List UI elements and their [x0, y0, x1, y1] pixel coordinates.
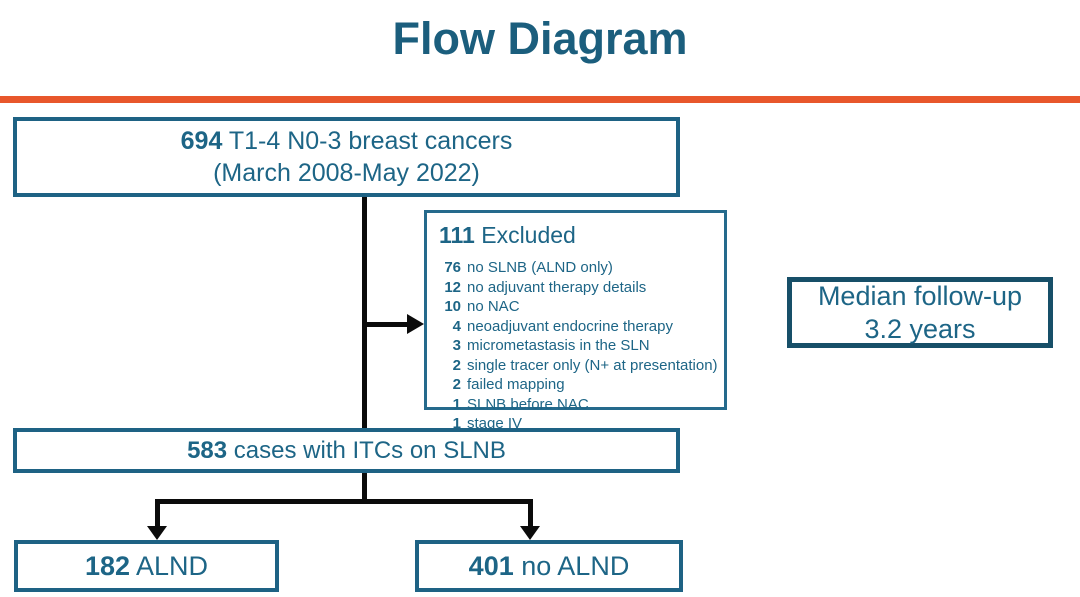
- median-followup-box: Median follow-up 3.2 years: [787, 277, 1053, 348]
- excluded-item: 4 neoadjuvant endocrine therapy: [439, 317, 673, 337]
- excluded-item-count: 76: [444, 259, 461, 276]
- excluded-item-label: no NAC: [467, 298, 520, 315]
- node-alnd: 182 ALND: [14, 540, 279, 592]
- excluded-count: 111: [439, 222, 475, 248]
- node-excluded: 111 Excluded 76 no SLNB (ALND only) 12 n…: [424, 210, 727, 432]
- excluded-item-count: 12: [444, 278, 461, 296]
- excluded-item-count: 4: [452, 317, 461, 335]
- excluded-item-label: micrometastasis in the SLN: [467, 337, 650, 354]
- median-line1: Median follow-up: [817, 280, 1023, 311]
- connector-total-to-itc: [362, 195, 367, 430]
- excluded-item: 12 no adjuvant therapy details: [439, 278, 646, 298]
- no-alnd-line: 401 no ALND: [469, 551, 630, 582]
- alnd-line: 182 ALND: [85, 551, 208, 582]
- node-total-cases: 694 T1-4 N0-3 breast cancers (March 2008…: [13, 117, 680, 197]
- connector-split-bar: [155, 499, 533, 504]
- excluded-item: 2 single tracer only (N+ at presentation…: [439, 356, 718, 376]
- excluded-item-label: no SLNB (ALND only): [467, 259, 613, 276]
- excluded-item-label: failed mapping: [467, 376, 565, 393]
- excluded-item: 76 no SLNB (ALND only): [439, 258, 613, 278]
- excluded-item-count: 3: [452, 337, 461, 354]
- total-label: T1-4 N0-3 breast cancers: [228, 127, 513, 155]
- excluded-title: 111 Excluded: [439, 222, 576, 249]
- connector-split-left: [155, 499, 160, 527]
- title-divider: [0, 96, 1080, 103]
- excluded-item-label: neoadjuvant endocrine therapy: [467, 317, 673, 335]
- node-itc-cases: 583 cases with ITCs on SLNB: [13, 428, 680, 473]
- alnd-label: ALND: [136, 550, 209, 581]
- itc-line: 583 cases with ITCs on SLNB: [187, 437, 506, 465]
- excluded-item-label: no adjuvant therapy details: [467, 278, 647, 296]
- excluded-item-count: 2: [452, 356, 461, 374]
- split-left-arrowhead-icon: [147, 526, 167, 540]
- total-count: 694: [180, 127, 223, 155]
- excluded-item-label: stage IV: [467, 415, 523, 432]
- node-no-alnd: 401 no ALND: [415, 540, 683, 592]
- total-sublabel: (March 2008-May 2022): [213, 159, 480, 187]
- excluded-arrowhead-icon: [407, 314, 424, 334]
- itc-count: 583: [187, 436, 228, 464]
- excluded-item: 1 SLNB before NAC: [439, 395, 589, 415]
- excluded-item: 10 no NAC: [439, 297, 520, 317]
- excluded-item-count: 10: [444, 298, 461, 315]
- no-alnd-count: 401: [468, 550, 514, 581]
- split-right-arrowhead-icon: [520, 526, 540, 540]
- itc-label: cases with ITCs on SLNB: [233, 436, 506, 464]
- connector-itc-stem: [362, 473, 367, 502]
- alnd-count: 182: [84, 550, 130, 581]
- excluded-label: Excluded: [481, 222, 576, 248]
- excluded-item: 2 failed mapping: [439, 375, 565, 395]
- excluded-arrow-line: [364, 322, 408, 327]
- excluded-item-count: 2: [452, 376, 461, 393]
- no-alnd-label: no ALND: [521, 550, 630, 581]
- excluded-item: 1 stage IV: [439, 414, 522, 434]
- median-line2: 3.2 years: [864, 313, 976, 344]
- page-title: Flow Diagram: [392, 13, 688, 64]
- excluded-item-count: 1: [452, 415, 461, 432]
- excluded-item: 3 micrometastasis in the SLN: [439, 336, 650, 356]
- connector-split-right: [528, 499, 533, 527]
- node-total-line1: 694 T1-4 N0-3 breast cancers: [181, 125, 513, 157]
- excluded-item-count: 1: [452, 395, 461, 413]
- excluded-item-label: SLNB before NAC: [467, 395, 589, 413]
- excluded-item-label: single tracer only (N+ at presentation): [467, 356, 718, 374]
